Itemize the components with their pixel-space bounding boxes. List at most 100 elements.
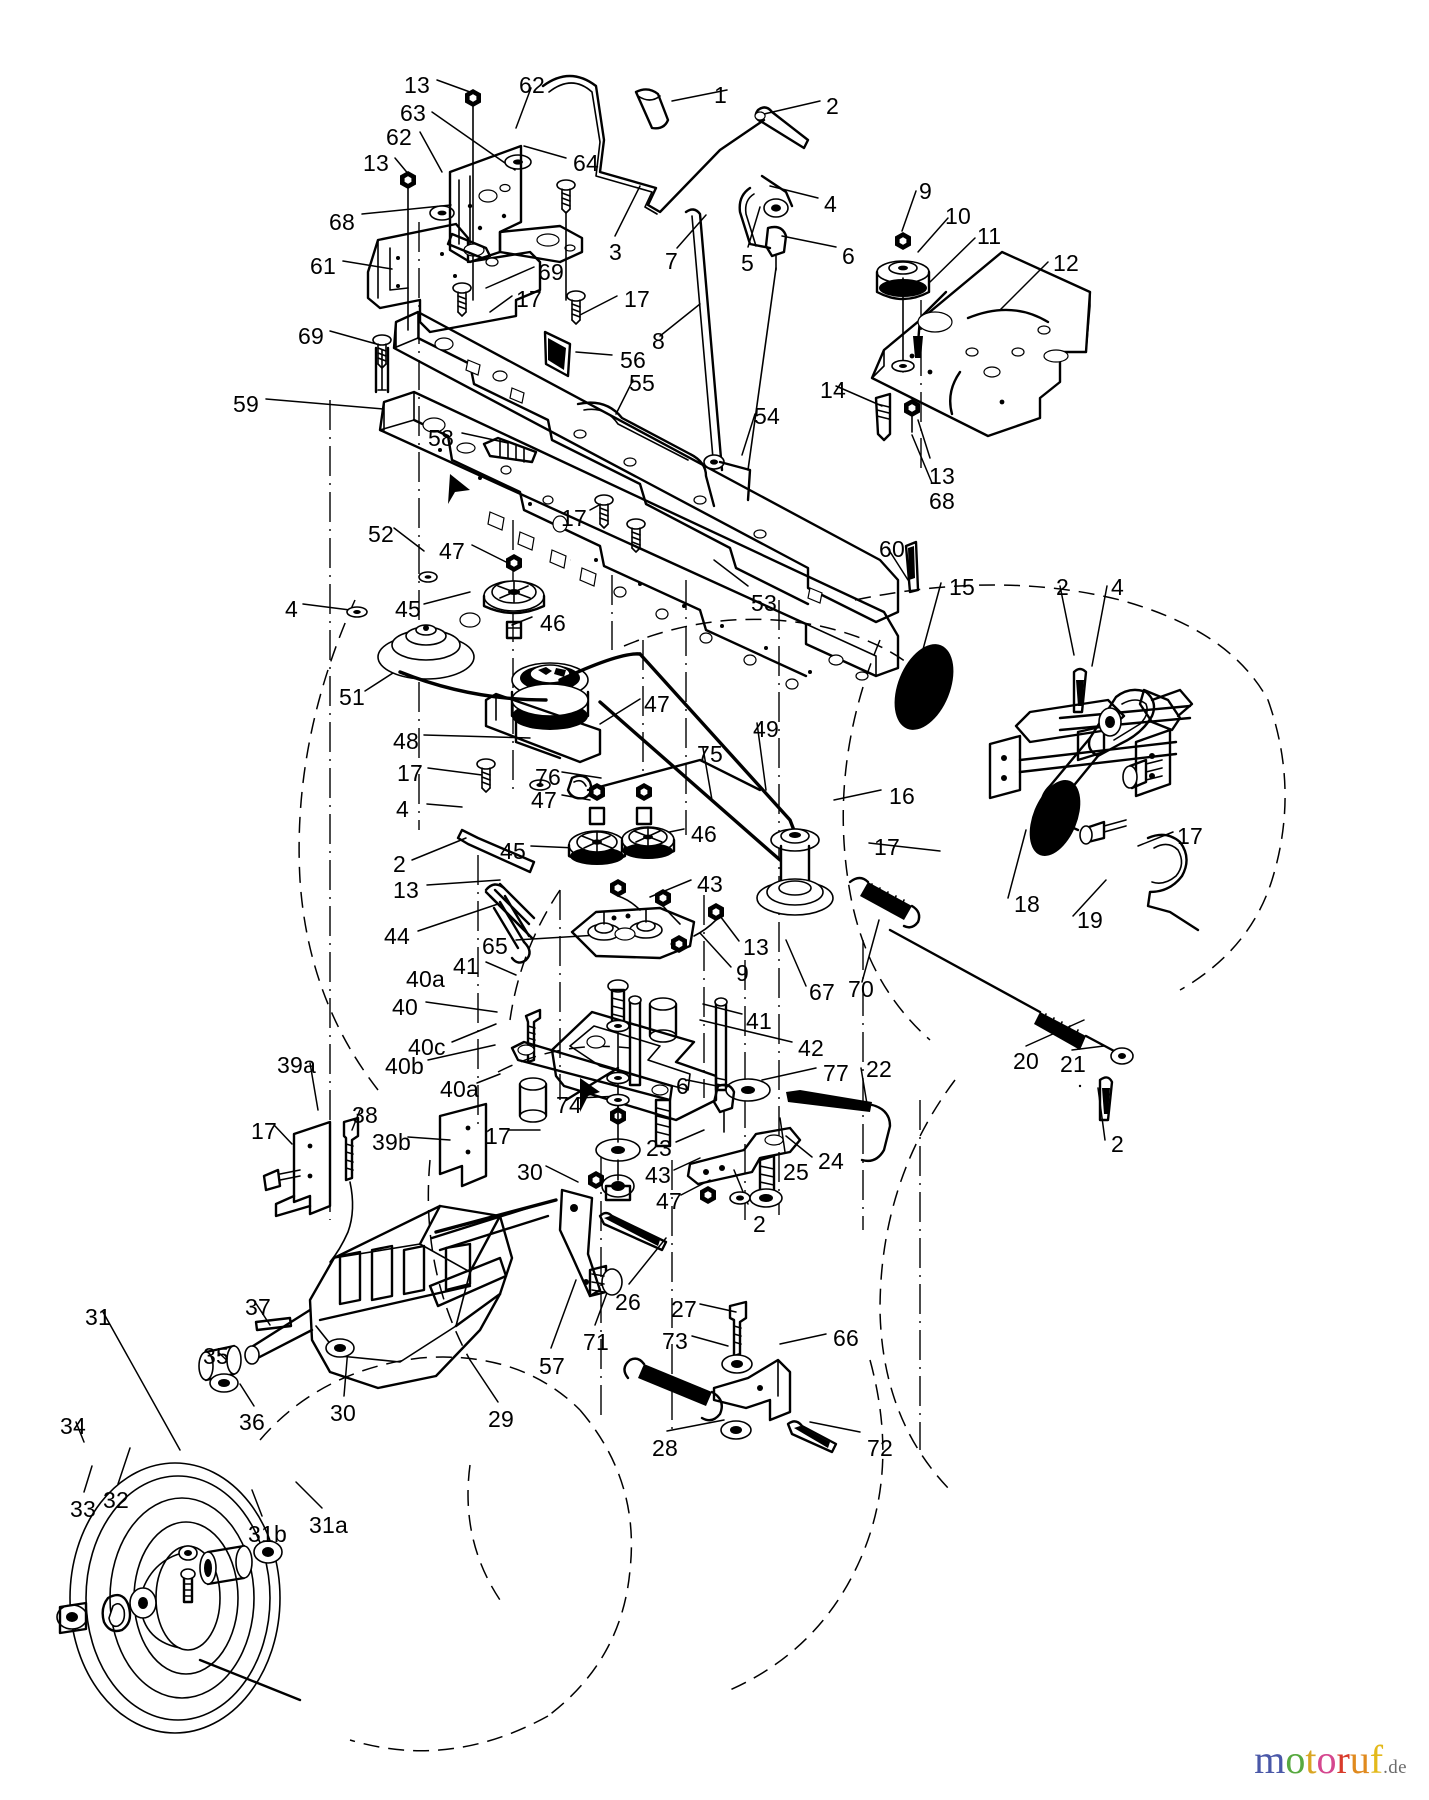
- callout-13: 13: [929, 463, 955, 489]
- callout-18: 18: [1014, 891, 1040, 917]
- callout-57: 57: [539, 1353, 565, 1379]
- callout-2: 2: [826, 93, 839, 119]
- callout-65: 65: [482, 933, 508, 959]
- callout-7: 7: [665, 248, 678, 274]
- callout-28: 28: [652, 1435, 678, 1461]
- callout-44: 44: [384, 923, 410, 949]
- callout-68: 68: [329, 209, 355, 235]
- callout-61: 61: [310, 253, 336, 279]
- callout-72: 72: [867, 1435, 893, 1461]
- callout-64: 64: [573, 150, 599, 176]
- callout-24: 24: [818, 1148, 844, 1174]
- callout-55: 55: [629, 370, 655, 396]
- callout-17: 17: [874, 834, 900, 860]
- callout-47: 47: [644, 691, 670, 717]
- brand-letter-m: m: [1254, 1737, 1286, 1782]
- brand-letter-t: t: [1305, 1737, 1317, 1782]
- brand-letter-r: r: [1336, 1737, 1350, 1782]
- callout-49: 49: [753, 716, 779, 742]
- callout-30: 30: [517, 1159, 543, 1185]
- callout-53: 53: [751, 590, 777, 616]
- callout-13: 13: [363, 150, 389, 176]
- callout-34: 34: [60, 1413, 86, 1439]
- brand-letter-o1: o: [1285, 1737, 1306, 1782]
- callout-40: 40: [392, 994, 418, 1020]
- callout-4: 4: [285, 596, 298, 622]
- callout-17: 17: [516, 286, 542, 312]
- callout-9: 9: [919, 178, 932, 204]
- callout-12: 12: [1053, 250, 1079, 276]
- callout-47: 47: [439, 538, 465, 564]
- callout-26: 26: [615, 1289, 641, 1315]
- callout-25: 25: [783, 1159, 809, 1185]
- brand-tld: .de: [1383, 1757, 1407, 1778]
- callout-19: 19: [1077, 907, 1103, 933]
- callout-17: 17: [485, 1123, 511, 1149]
- callout-60: 60: [879, 536, 905, 562]
- callout-48: 48: [393, 728, 419, 754]
- callout-39a: 39a: [277, 1052, 316, 1078]
- callout-35: 35: [203, 1343, 229, 1369]
- callout-4: 4: [1111, 574, 1124, 600]
- callout-4: 4: [396, 796, 409, 822]
- callout-73: 73: [662, 1328, 688, 1354]
- callout-40c: 40c: [408, 1034, 446, 1060]
- callout-4: 4: [824, 191, 837, 217]
- callout-66: 66: [833, 1325, 859, 1351]
- callout-2: 2: [1056, 574, 1069, 600]
- callout-38: 38: [352, 1102, 378, 1128]
- callout-6: 6: [676, 1073, 689, 1099]
- callout-59: 59: [233, 391, 259, 417]
- callout-21: 21: [1060, 1051, 1086, 1077]
- callout-43: 43: [697, 871, 723, 897]
- callout-42: 42: [798, 1035, 824, 1061]
- callout-11: 11: [977, 223, 1002, 249]
- callout-17: 17: [1177, 823, 1203, 849]
- callout-31a: 31a: [309, 1512, 348, 1538]
- callout-52: 52: [368, 521, 394, 547]
- callout-68: 68: [929, 488, 955, 514]
- callout-46: 46: [691, 821, 717, 847]
- callout-31: 31: [85, 1304, 111, 1330]
- callout-6: 6: [842, 243, 855, 269]
- callout-17: 17: [251, 1118, 277, 1144]
- callout-70: 70: [848, 976, 874, 1002]
- callout-13: 13: [743, 934, 769, 960]
- callout-22: 22: [866, 1056, 892, 1082]
- callout-1: 1: [714, 82, 727, 108]
- callout-13: 13: [404, 72, 430, 98]
- callout-40b: 40b: [385, 1053, 424, 1079]
- callout-71: 71: [583, 1329, 609, 1355]
- callout-74: 74: [556, 1092, 582, 1118]
- callout-36: 36: [239, 1409, 265, 1435]
- callout-56: 56: [620, 347, 646, 373]
- callout-75: 75: [697, 741, 723, 767]
- callout-8: 8: [652, 328, 665, 354]
- callout-77: 77: [823, 1060, 849, 1086]
- callout-67: 67: [809, 979, 835, 1005]
- callout-3: 3: [609, 239, 622, 265]
- callout-20: 20: [1013, 1048, 1039, 1074]
- callout-62: 62: [386, 124, 412, 150]
- brand-logo: motoruf.de: [1254, 1740, 1407, 1780]
- brand-letter-f: f: [1369, 1737, 1384, 1782]
- callout-15: 15: [949, 574, 975, 600]
- callout-37: 37: [245, 1294, 271, 1320]
- brand-letter-o2: o: [1316, 1737, 1337, 1782]
- brand-letter-u: u: [1349, 1737, 1370, 1782]
- callout-46: 46: [540, 610, 566, 636]
- callout-16: 16: [889, 783, 915, 809]
- callout-2: 2: [393, 851, 406, 877]
- callout-9: 9: [736, 960, 749, 986]
- callout-41: 41: [746, 1008, 772, 1034]
- callout-17: 17: [397, 760, 423, 786]
- callout-5: 5: [741, 250, 754, 276]
- callout-63: 63: [400, 100, 426, 126]
- callout-54: 54: [754, 403, 780, 429]
- callout-2: 2: [1111, 1131, 1124, 1157]
- callout-23: 23: [646, 1135, 672, 1161]
- callout-14: 14: [820, 377, 846, 403]
- callout-41: 41: [453, 953, 479, 979]
